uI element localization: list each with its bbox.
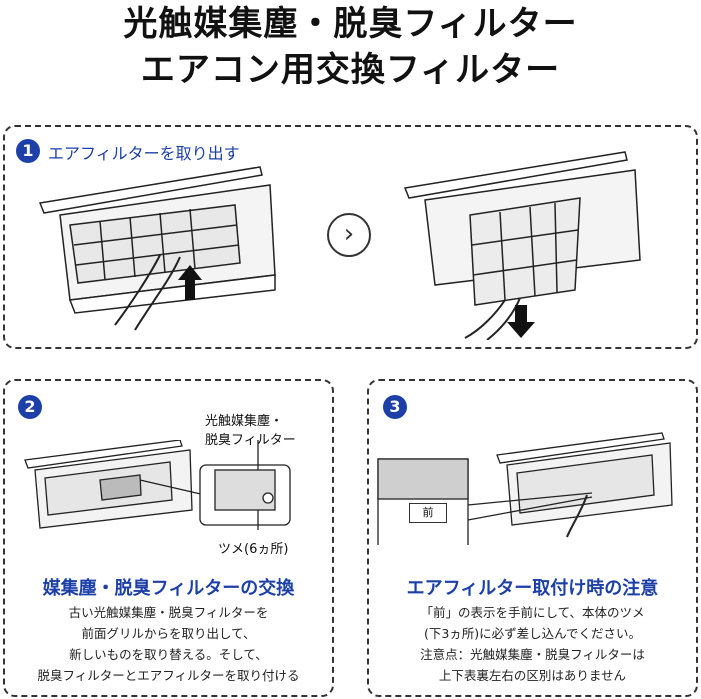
step3-body-line: 「前」の表示を手前にして、本体のツメ bbox=[420, 605, 645, 620]
step2-body-line: 古い光触媒集塵・脱臭フィルターを bbox=[68, 605, 269, 620]
step2-filter-callout-line2: 脱臭フィルター bbox=[205, 433, 296, 448]
step2-tab-callout: ツメ(6ヵ所) bbox=[218, 542, 289, 557]
step3-heading: エアフィルター取付け時の注意 bbox=[406, 578, 659, 599]
step3-number-badge: 3 bbox=[383, 395, 407, 419]
step2-panel bbox=[3, 379, 334, 697]
ac-unit-deodorizing-filter-illustration bbox=[24, 440, 291, 530]
page-title-line2: エアコン用交換フィルター bbox=[140, 50, 561, 90]
front-indicator-label: 前 bbox=[409, 503, 447, 523]
step2-heading: 媒集塵・脱臭フィルターの交換 bbox=[42, 578, 295, 599]
step3-panel bbox=[367, 379, 698, 697]
step2-body: 古い光触媒集塵・脱臭フィルターを 前面グリルからを取り出して、 新しいものを取り… bbox=[5, 602, 332, 686]
page-title-line1: 光触媒集塵・脱臭フィルター bbox=[123, 4, 578, 44]
step3-body-line: 上下表裏左右の区別はありません bbox=[438, 668, 627, 683]
step3-body-line: 注意点：光触媒集塵・脱臭フィルターは bbox=[420, 647, 645, 662]
step2-body-line: 新しいものを取り替える。そして、 bbox=[69, 647, 268, 662]
step2-number-badge: 2 bbox=[18, 395, 42, 419]
step2-filter-callout-line1: 光触媒集塵・ bbox=[205, 414, 284, 429]
ac-unit-filter-up-illustration bbox=[38, 166, 276, 331]
step3-body-line: (下3ヵ所)に必ず差し込んでください。 bbox=[423, 626, 642, 641]
step1-label: エアフィルターを取り出す bbox=[48, 144, 240, 163]
step1-number-badge: 1 bbox=[16, 139, 40, 163]
ac-unit-front-mark-illustration bbox=[377, 432, 673, 545]
next-step-chevron-icon: › bbox=[327, 213, 371, 257]
step2-body-line: 前面グリルからを取り出して、 bbox=[81, 626, 256, 641]
step2-body-line: 脱臭フィルターとエアフィルターを取り付ける bbox=[37, 668, 300, 683]
step1-panel bbox=[3, 125, 698, 349]
ac-unit-filter-down-illustration bbox=[403, 151, 641, 340]
step3-body: 「前」の表示を手前にして、本体のツメ (下3ヵ所)に必ず差し込んでください。 注… bbox=[369, 602, 696, 686]
